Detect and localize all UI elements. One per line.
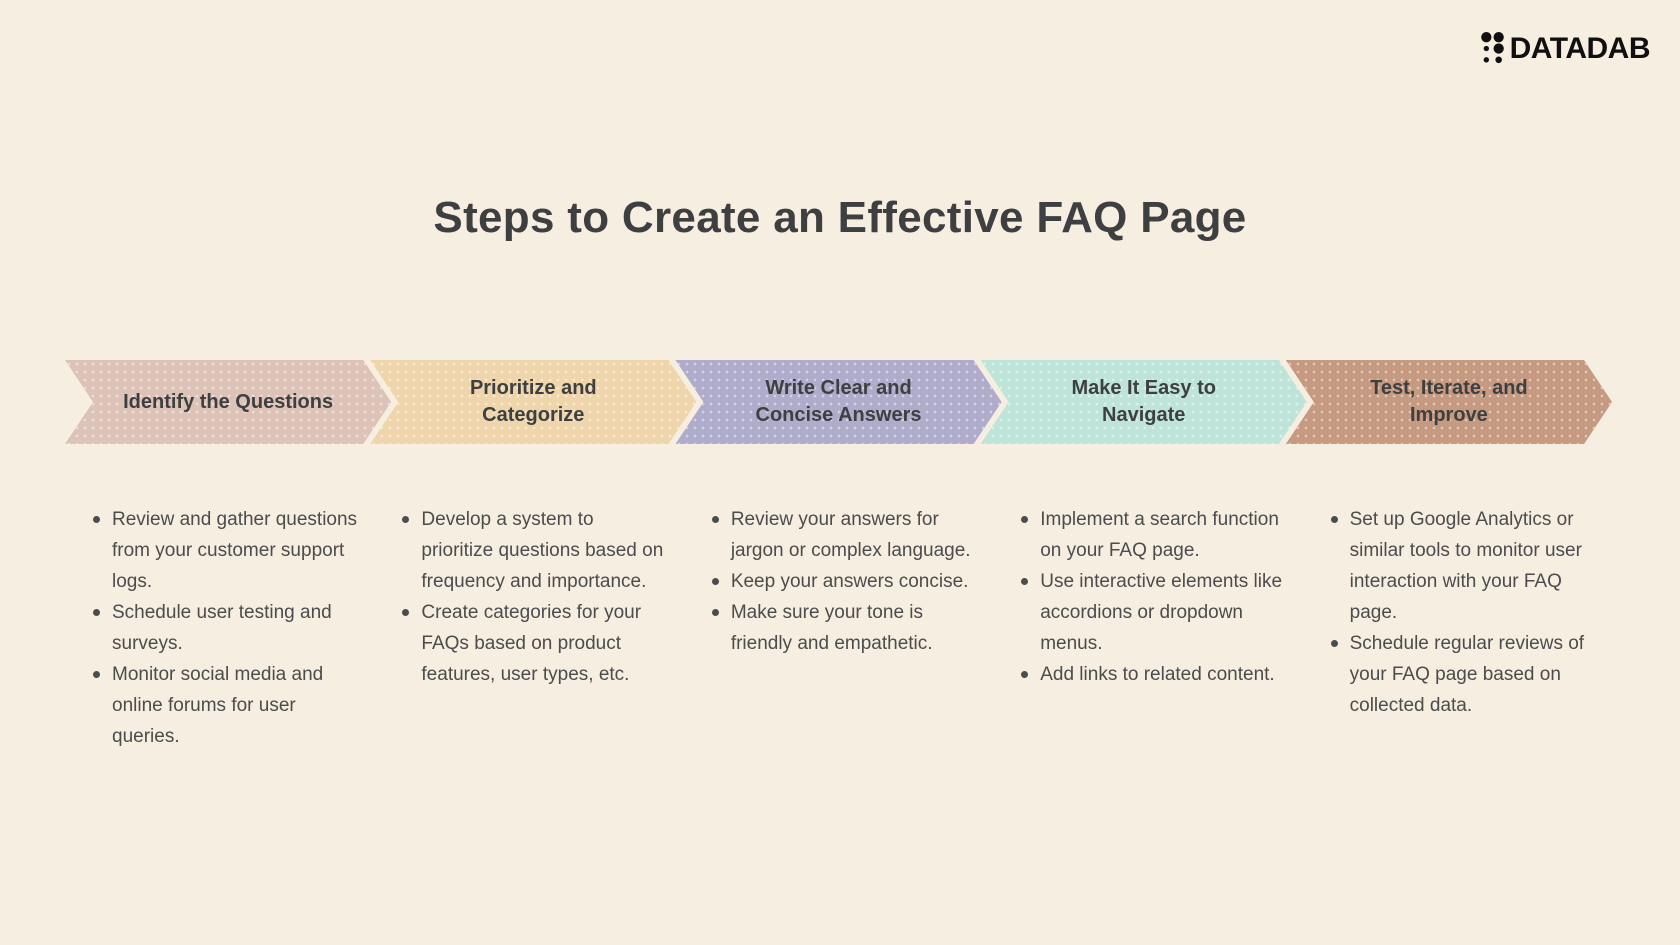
step-chevron-3: Write Clear and Concise Answers bbox=[675, 360, 1001, 444]
step-label: Write Clear and Concise Answers bbox=[755, 377, 922, 426]
bullet-item: Create categories for your FAQs based on… bbox=[400, 597, 669, 690]
bullet-item: Set up Google Analytics or similar tools… bbox=[1329, 504, 1598, 628]
step-details-column-3: Review your answers for jargon or comple… bbox=[684, 504, 993, 752]
bullet-item: Monitor social media and online forums f… bbox=[91, 659, 360, 752]
bullet-item: Schedule user testing and surveys. bbox=[91, 597, 360, 659]
step-label: Make It Easy to Navigate bbox=[1071, 377, 1216, 426]
step-label: Identify the Questions bbox=[123, 390, 334, 413]
bullet-item: Add links to related content. bbox=[1019, 659, 1288, 690]
step-details-column-4: Implement a search function on your FAQ … bbox=[993, 504, 1302, 752]
bullet-item: Make sure your tone is friendly and empa… bbox=[710, 597, 979, 659]
logo-text: DATADAB bbox=[1509, 31, 1651, 65]
process-arrow-row: Identify the Questions Prioritize and Ca… bbox=[65, 360, 1612, 444]
step-details-column-5: Set up Google Analytics or similar tools… bbox=[1303, 504, 1612, 752]
bullet-item: Use interactive elements like accordions… bbox=[1019, 566, 1288, 659]
bullet-item: Review your answers for jargon or comple… bbox=[710, 504, 979, 566]
step-details-column-2: Develop a system to prioritize questions… bbox=[374, 504, 683, 752]
step-chevron-4: Make It Easy to Navigate bbox=[981, 360, 1307, 444]
bullet-item: Implement a search function on your FAQ … bbox=[1019, 504, 1288, 566]
step-chevron-5: Test, Iterate, and Improve bbox=[1286, 360, 1612, 444]
bullet-item: Schedule regular reviews of your FAQ pag… bbox=[1329, 628, 1598, 721]
step-label: Prioritize and Categorize bbox=[469, 377, 597, 426]
dot-grid-icon bbox=[1480, 32, 1504, 64]
bullet-item: Review and gather questions from your cu… bbox=[91, 504, 360, 597]
step-details-row: Review and gather questions from your cu… bbox=[65, 504, 1612, 752]
page-title: Steps to Create an Effective FAQ Page bbox=[433, 193, 1247, 242]
step-details-column-1: Review and gather questions from your cu… bbox=[65, 504, 374, 752]
step-chevron-1: Identify the Questions bbox=[65, 360, 391, 444]
logo: DATADAB bbox=[1480, 31, 1651, 66]
bullet-item: Keep your answers concise. bbox=[710, 566, 979, 597]
step-chevron-2: Prioritize and Categorize bbox=[370, 360, 696, 444]
step-label: Test, Iterate, and Improve bbox=[1370, 377, 1528, 426]
bullet-item: Develop a system to prioritize questions… bbox=[400, 504, 669, 597]
